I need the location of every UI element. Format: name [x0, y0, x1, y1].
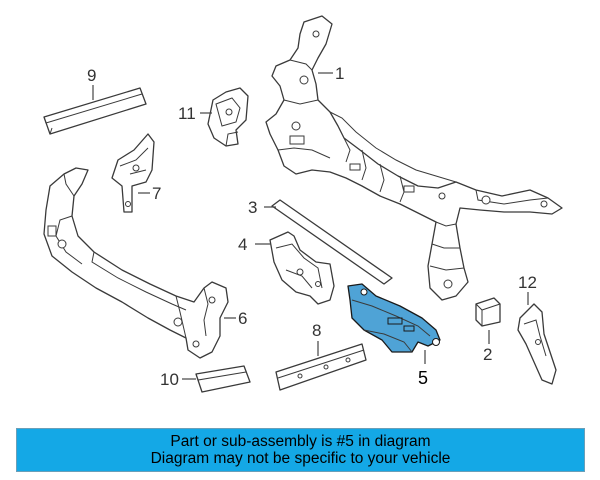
callout-2[interactable]: 2: [483, 345, 492, 364]
banner-line-1: Part or sub-assembly is #5 in diagram: [170, 433, 431, 450]
callout-3[interactable]: 3: [248, 198, 257, 217]
part-2-block[interactable]: [475, 297, 501, 327]
callout-4[interactable]: 4: [238, 235, 247, 254]
part-7-bracket[interactable]: [111, 133, 155, 213]
info-banner: Part or sub-assembly is #5 in diagram Di…: [16, 428, 585, 472]
part-10-block[interactable]: [195, 365, 251, 393]
banner-line-2: Diagram may not be specific to your vehi…: [150, 450, 451, 467]
callout-10[interactable]: 10: [160, 370, 179, 389]
part-9-bar[interactable]: [43, 87, 147, 135]
part-5-bracket-highlighted[interactable]: [347, 283, 441, 353]
callout-7[interactable]: 7: [152, 184, 161, 203]
callout-5[interactable]: 5: [418, 368, 428, 388]
part-11-bracket[interactable]: [207, 87, 249, 147]
part-8-bar[interactable]: [275, 343, 367, 391]
part-4-bracket[interactable]: [269, 231, 335, 305]
part-6-lower-carrier[interactable]: [43, 167, 229, 359]
callout-11[interactable]: 11: [178, 104, 196, 123]
parts-diagram: 9 11 1: [43, 15, 563, 393]
part-12-bracket[interactable]: [517, 303, 557, 385]
part-1-upper-support-assembly[interactable]: [265, 15, 563, 301]
callout-12[interactable]: 12: [518, 273, 537, 292]
callout-8[interactable]: 8: [312, 321, 321, 340]
callout-6[interactable]: 6: [238, 309, 247, 328]
callout-1[interactable]: 1: [335, 64, 344, 83]
part-3-rod[interactable]: [271, 199, 393, 285]
callout-9[interactable]: 9: [87, 66, 96, 85]
